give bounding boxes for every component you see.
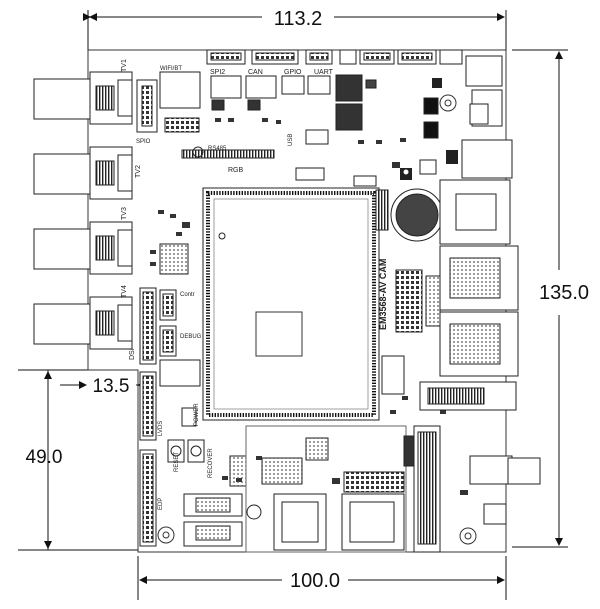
dimension-right-height: 135.0: [539, 282, 589, 304]
right-connectors: [419, 139, 541, 525]
label-contr: Contr: [180, 292, 195, 298]
label-uart: UART: [314, 69, 334, 76]
round-parts: [218, 168, 410, 520]
label-tv1: TV1: [121, 59, 128, 72]
tv-connectors: [33, 71, 133, 350]
bottom-area: [245, 425, 441, 553]
dimension-bottom-width: 100.0: [290, 570, 340, 592]
label-dsi: DSI: [129, 348, 136, 360]
rgb-connector: [181, 149, 275, 159]
label-rgb: RGB: [228, 167, 244, 174]
right-chips: [295, 167, 441, 395]
label-wifi-bt: WIFI/BT: [160, 66, 182, 72]
wifi-module: [136, 71, 201, 133]
label-tv4: TV4: [121, 285, 128, 298]
board-model-label: EM3568-AV CAM: [378, 259, 388, 330]
label-rs485: RS485: [208, 146, 227, 152]
label-spi2: SPI2: [210, 69, 225, 76]
label-usb: USB: [288, 134, 294, 146]
label-can: CAN: [248, 69, 263, 76]
label-tv2: TV2: [135, 165, 142, 178]
push-buttons: [167, 407, 205, 463]
pcb-outline: [87, 49, 507, 553]
label-gpio: GPIO: [284, 69, 302, 76]
label-recover: RECOVER: [208, 448, 214, 478]
label-power: POWER: [194, 403, 200, 426]
dsi-header: [139, 287, 157, 365]
control-headers: [159, 243, 201, 387]
core-module: [202, 187, 380, 421]
label-debug: DEBUG: [180, 334, 202, 340]
label-tv3: TV3: [121, 207, 128, 220]
edp-header: [139, 449, 157, 547]
label-lvds: LVDS: [158, 421, 164, 436]
lvds-header: [139, 371, 157, 441]
label-reset: RESET: [174, 452, 180, 472]
coin-battery: [390, 188, 444, 242]
dimension-left-height: 49.0: [26, 447, 63, 468]
label-spio: SPIO: [136, 139, 151, 145]
label-edp: EDP: [158, 498, 164, 510]
dimension-top-width: 113.2: [274, 8, 323, 30]
dimension-left-offset: 13.5: [93, 376, 130, 397]
serial-connectors: [183, 455, 247, 547]
header-blocks: [210, 74, 439, 145]
